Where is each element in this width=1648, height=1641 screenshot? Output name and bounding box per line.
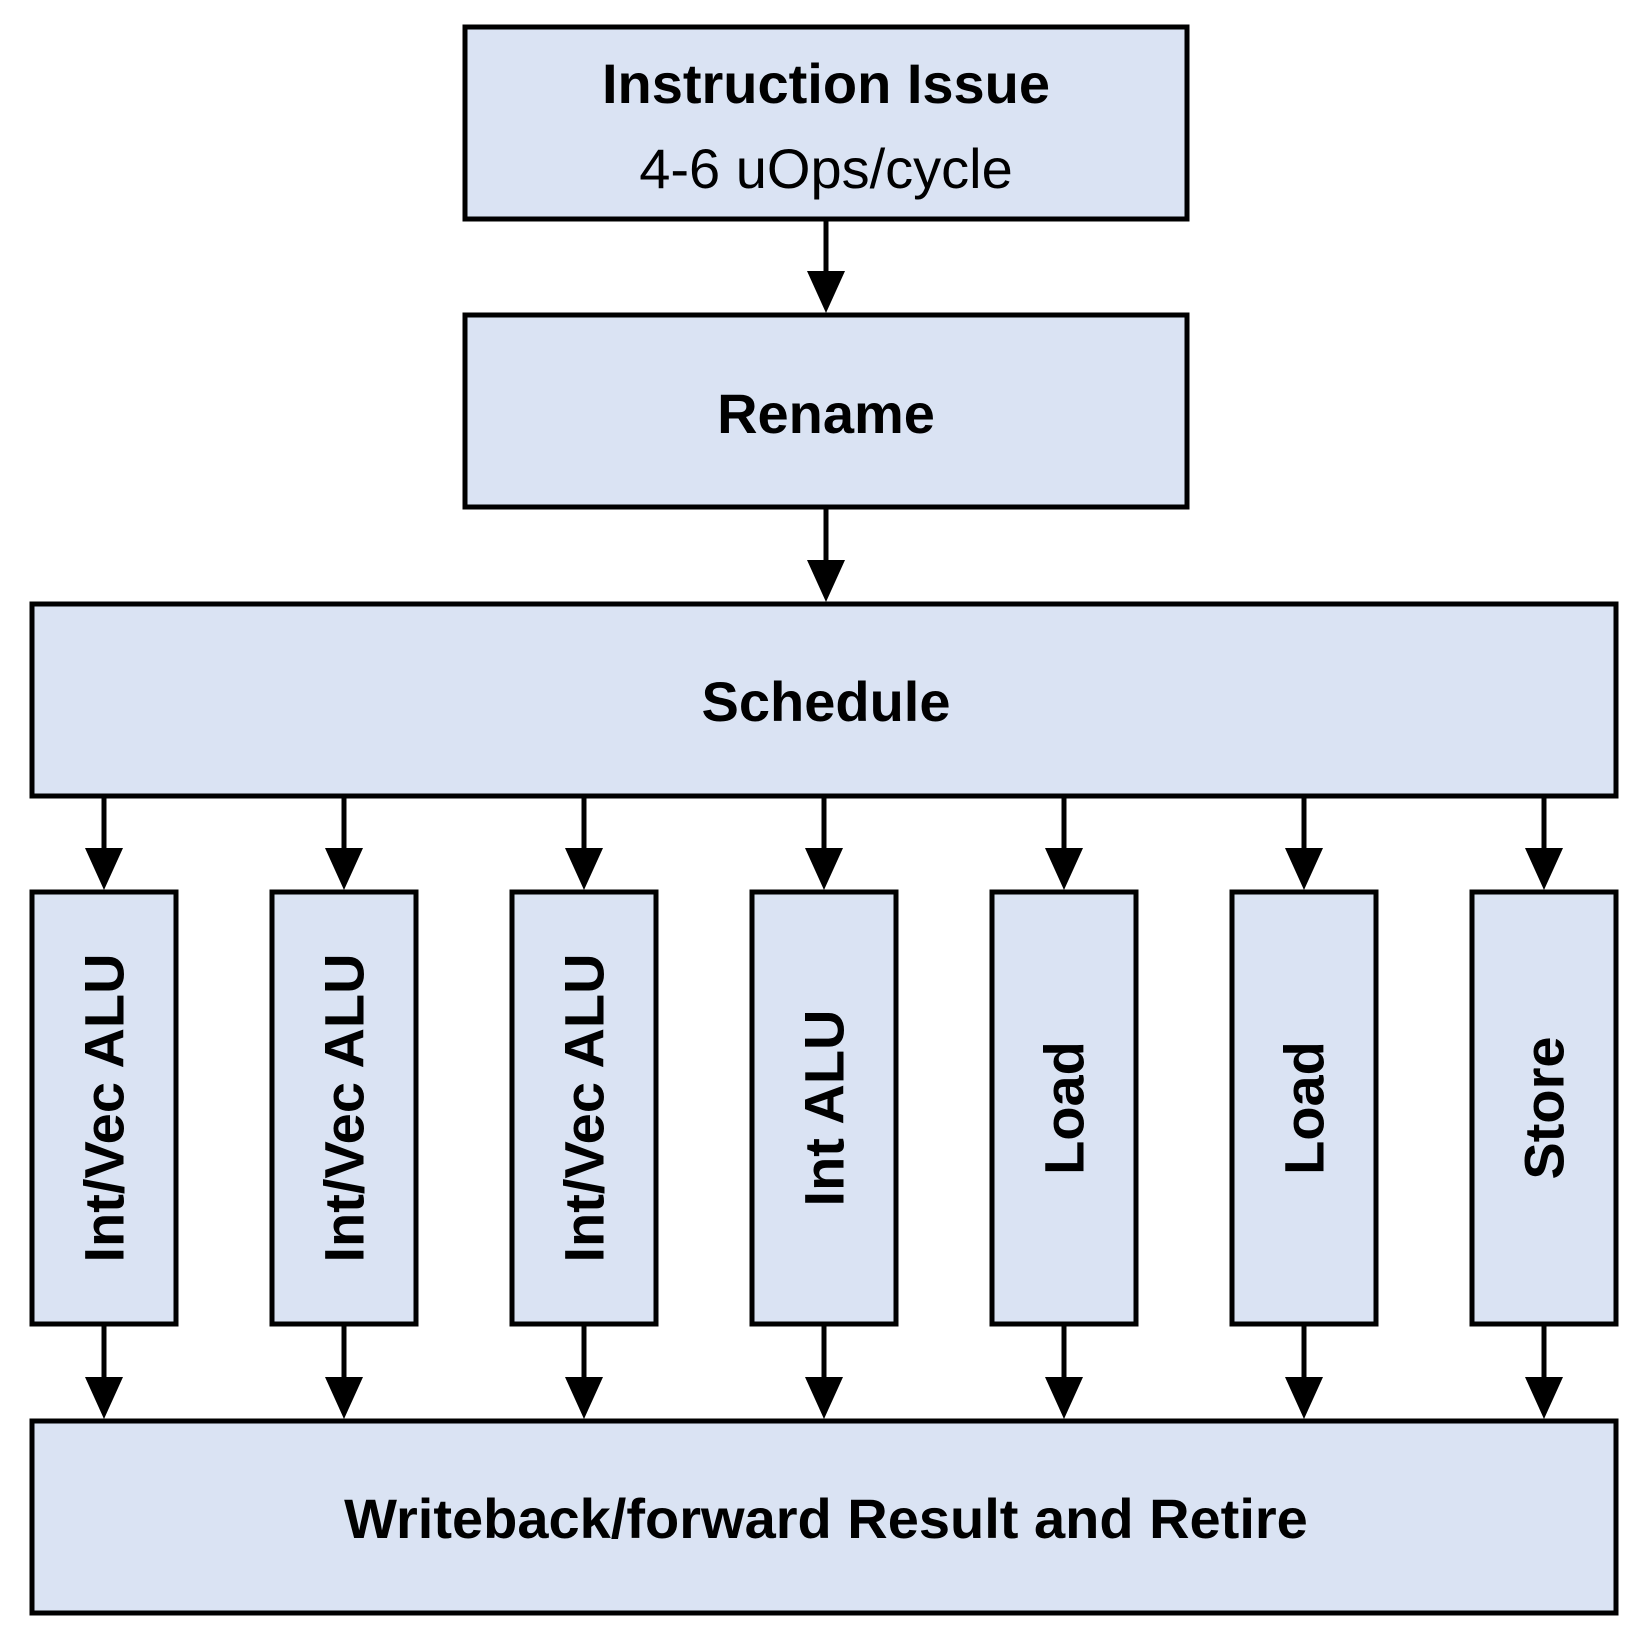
execution-unit-label: Store xyxy=(1513,1036,1576,1179)
arrow-unit-to-writeback xyxy=(85,1324,123,1419)
instruction-issue-box xyxy=(462,24,1190,222)
arrow-schedule-to-unit xyxy=(1525,796,1563,890)
execution-unit-label: Load xyxy=(1033,1041,1096,1175)
arrow-unit-to-writeback-head xyxy=(565,1377,603,1419)
arrow-schedule-to-unit-head xyxy=(805,848,843,890)
execution-unit: Load xyxy=(1229,889,1379,1327)
arrow-unit-to-writeback-head xyxy=(325,1377,363,1419)
execution-unit-box xyxy=(1469,889,1619,1327)
execution-unit-box xyxy=(29,889,179,1327)
arrow-schedule-to-unit xyxy=(85,796,123,890)
execution-unit-label: Load xyxy=(1273,1041,1336,1175)
schedule-box xyxy=(29,601,1619,799)
execution-unit: Int/Vec ALU xyxy=(509,889,659,1327)
execution-unit-label: Int/Vec ALU xyxy=(73,953,136,1262)
arrow-unit-to-writeback-head xyxy=(805,1377,843,1419)
arrow-schedule-to-unit-head xyxy=(325,848,363,890)
execution-unit: Int/Vec ALU xyxy=(269,889,419,1327)
writeback-block: Writeback/forward Result and Retire xyxy=(29,1418,1619,1616)
arrow-rename-to-schedule-head xyxy=(807,560,845,602)
arrow-schedule-to-unit xyxy=(1285,796,1323,890)
writeback-box xyxy=(29,1418,1619,1616)
issue-rate-label: 4-6 uOps/cycle xyxy=(639,137,1013,200)
schedule-block: Schedule xyxy=(29,601,1619,799)
arrow-schedule-to-unit-head xyxy=(565,848,603,890)
execution-unit-label: Int/Vec ALU xyxy=(553,953,616,1262)
rename-box xyxy=(462,312,1190,510)
instruction-issue-block: Instruction Issue 4-6 uOps/cycle xyxy=(462,24,1190,222)
execution-unit: Store xyxy=(1469,889,1619,1327)
arrow-schedule-to-unit-head xyxy=(1525,848,1563,890)
arrow-unit-to-writeback xyxy=(1045,1324,1083,1419)
writeback-label: Writeback/forward Result and Retire xyxy=(344,1487,1308,1550)
arrow-unit-to-writeback-head xyxy=(1285,1377,1323,1419)
execution-unit-label: Int ALU xyxy=(793,1010,856,1207)
execution-unit: Load xyxy=(989,889,1139,1327)
execution-unit-label: Int/Vec ALU xyxy=(313,953,376,1262)
arrow-unit-to-writeback-head xyxy=(85,1377,123,1419)
arrow-unit-to-writeback xyxy=(565,1324,603,1419)
arrows xyxy=(85,219,1563,1419)
arrow-schedule-to-unit xyxy=(805,796,843,890)
instruction-issue-title: Instruction Issue xyxy=(602,52,1050,115)
arrow-unit-to-writeback xyxy=(805,1324,843,1419)
rename-label: Rename xyxy=(717,382,935,445)
arrow-issue-to-rename xyxy=(807,219,845,313)
arrow-schedule-to-unit xyxy=(1045,796,1083,890)
arrow-schedule-to-unit-head xyxy=(1045,848,1083,890)
execution-unit: Int ALU xyxy=(749,889,899,1327)
arrow-unit-to-writeback xyxy=(1285,1324,1323,1419)
arrow-issue-to-rename-head xyxy=(807,271,845,313)
rename-block: Rename xyxy=(462,312,1190,510)
arrow-unit-to-writeback-head xyxy=(1525,1377,1563,1419)
arrow-schedule-to-unit-head xyxy=(85,848,123,890)
arrow-schedule-to-unit xyxy=(565,796,603,890)
execution-unit: Int/Vec ALU xyxy=(29,889,179,1327)
arrow-unit-to-writeback xyxy=(325,1324,363,1419)
execution-unit-box xyxy=(989,889,1139,1327)
schedule-label: Schedule xyxy=(702,670,951,733)
arrow-schedule-to-unit-head xyxy=(1285,848,1323,890)
execution-unit-box xyxy=(509,889,659,1327)
arrow-unit-to-writeback xyxy=(1525,1324,1563,1419)
arrow-schedule-to-unit xyxy=(325,796,363,890)
execution-units: Int/Vec ALU Int/Vec ALU Int/Vec ALU Int ALU… xyxy=(29,889,1619,1327)
arrow-rename-to-schedule xyxy=(807,507,845,602)
arrow-unit-to-writeback-head xyxy=(1045,1377,1083,1419)
